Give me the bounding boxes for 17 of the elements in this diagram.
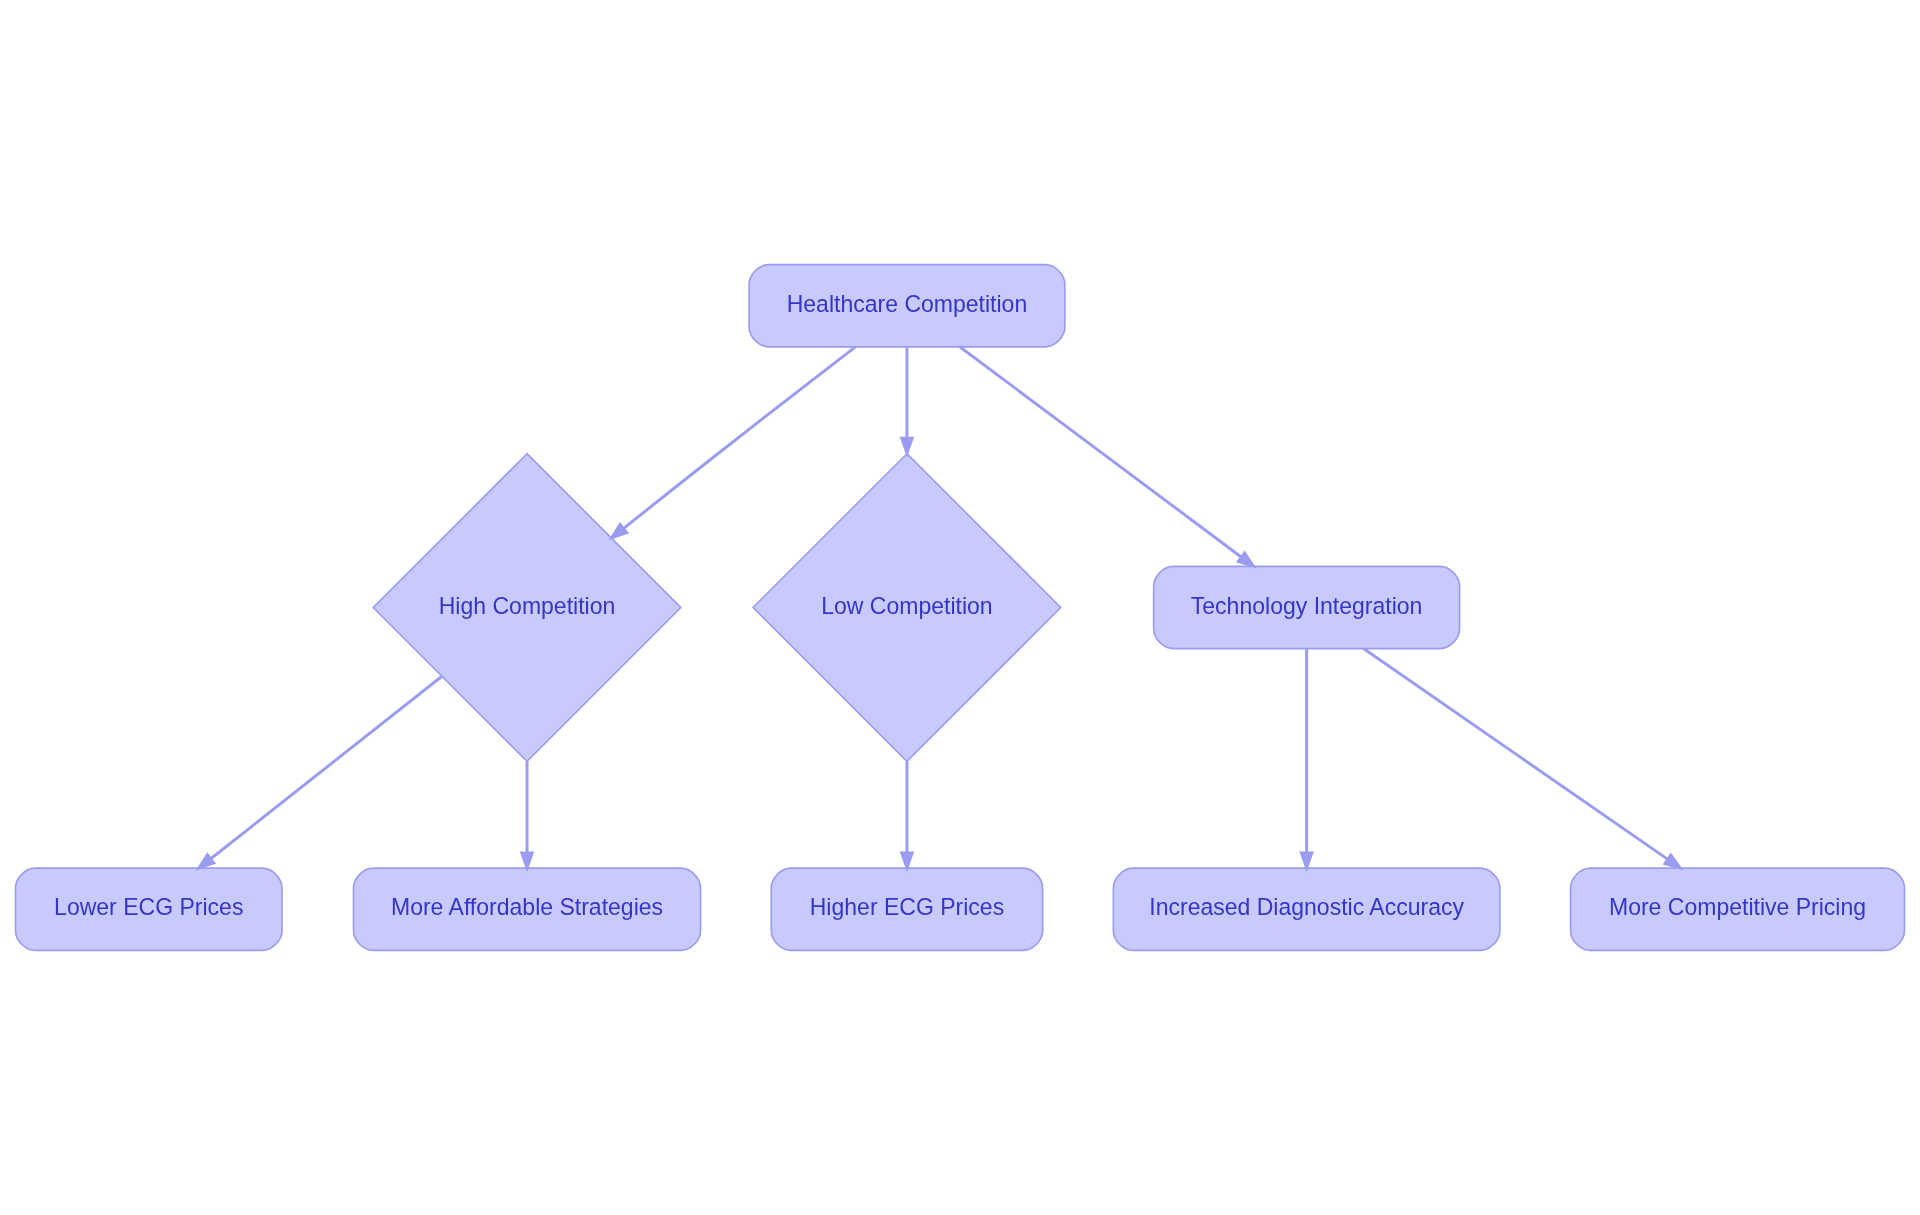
node-box: Lower ECG Prices [14,867,283,952]
node-box: More Affordable Strategies [352,867,702,952]
node-diamond: High Competition [372,452,682,763]
node-box: Healthcare Competition [748,263,1066,348]
node-diamond: Low Competition [752,452,1062,763]
arrow [195,675,443,871]
arrow [959,345,1257,569]
arrow [1363,647,1684,871]
arrow [608,345,857,541]
node-box: Higher ECG Prices [770,867,1044,952]
arrow [519,761,535,873]
node-box: Technology Integration [1152,565,1461,650]
arrow [1299,648,1314,873]
arrow [899,347,915,458]
node-box: More Competitive Pricing [1569,867,1906,952]
node-box: Increased Diagnostic Accuracy [1112,867,1501,952]
arrow [899,761,915,873]
